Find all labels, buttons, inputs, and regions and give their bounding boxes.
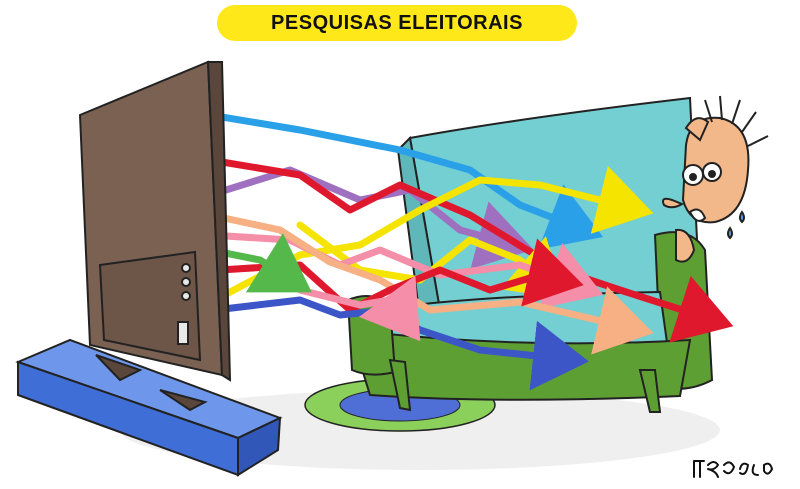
title-banner: PESQUISAS ELEITORAIS bbox=[217, 5, 577, 41]
arrows-group bbox=[206, 111, 734, 391]
tv-icon bbox=[78, 60, 232, 412]
page-title: PESQUISAS ELEITORAIS bbox=[271, 11, 523, 34]
artist-signature-icon bbox=[693, 460, 773, 478]
pink-arrow-2 bbox=[296, 275, 421, 342]
frightened-face-icon bbox=[662, 95, 769, 263]
rug-stand-icon bbox=[15, 338, 283, 477]
